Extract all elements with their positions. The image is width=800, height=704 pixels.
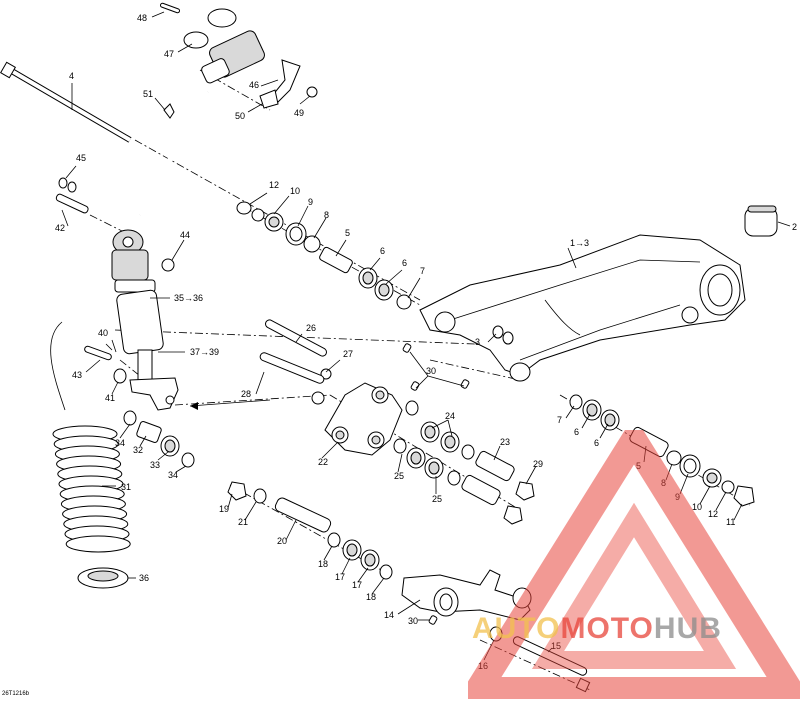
callout-11: 11 [726, 517, 735, 527]
callout-3: 3 [475, 337, 480, 347]
part-26-bolt [265, 319, 327, 357]
callout-10b: 10 [692, 502, 702, 512]
part-48-bolt [159, 2, 181, 14]
watermark-hub: HUB [653, 612, 722, 645]
reservoir-group [138, 2, 318, 216]
callout-5a: 5 [345, 228, 350, 238]
callout-7a: 7 [420, 266, 425, 276]
callout-28: 28 [241, 389, 251, 399]
callout-1to3: 1→3 [570, 238, 589, 248]
callout-32: 32 [133, 445, 143, 455]
callout-6b: 6 [402, 258, 407, 268]
callout-6d: 6 [594, 438, 599, 448]
callout-33: 33 [150, 460, 160, 470]
callout-34b: 34 [168, 470, 178, 480]
callout-12a: 12 [269, 180, 279, 190]
part-47-clamp-low [183, 31, 209, 49]
callout-2: 2 [792, 222, 797, 232]
callout-10a: 10 [290, 186, 300, 196]
callout-18b: 18 [366, 592, 376, 602]
callout-24: 24 [445, 411, 455, 421]
part-47-clamp-top [207, 8, 237, 28]
callout-21: 21 [238, 517, 248, 527]
callout-31: 31 [121, 482, 131, 492]
callout-17b: 17 [352, 580, 362, 590]
document-code: 26T1216b [2, 691, 30, 697]
callout-37to39: 37→39 [190, 347, 219, 357]
part-49-nut [306, 86, 318, 98]
callout-labels: 484746495051445424412109856671→32335→363… [55, 13, 797, 671]
callout-42: 42 [55, 223, 65, 233]
part-28-bolt [259, 352, 325, 384]
shock-lower-hardware [84, 339, 127, 384]
watermark-auto: AUTO [472, 612, 561, 645]
callout-45: 45 [76, 153, 86, 163]
callout-43: 43 [72, 370, 82, 380]
reservoir-cap [201, 58, 230, 84]
automotohub-watermark-logo [468, 430, 800, 699]
watermark-moto: MOTO [560, 612, 654, 645]
callout-19: 19 [219, 504, 229, 514]
callout-4: 4 [69, 71, 74, 81]
callout-50: 50 [235, 111, 245, 121]
callout-48: 48 [137, 13, 147, 23]
callout-20: 20 [277, 536, 287, 546]
callout-49: 49 [294, 108, 304, 118]
upper-pivot-stack [236, 201, 412, 310]
leader-lines [61, 11, 791, 661]
callout-9a: 9 [308, 197, 313, 207]
callout-30b: 30 [408, 616, 418, 626]
callout-36: 36 [139, 573, 149, 583]
callout-34a: 34 [115, 438, 125, 448]
callout-41: 41 [105, 393, 115, 403]
part-30-grease-fittings [402, 343, 470, 625]
watermark-text: AUTOMOTOHUB [472, 612, 722, 646]
callout-46: 46 [249, 80, 259, 90]
callout-8a: 8 [324, 210, 329, 220]
callout-23: 23 [500, 437, 510, 447]
callout-26: 26 [306, 323, 316, 333]
callout-30a: 30 [426, 366, 436, 376]
callout-27: 27 [343, 349, 353, 359]
callout-12b: 12 [708, 509, 718, 519]
spring-coil [65, 535, 131, 553]
part-1-swing-arm [419, 234, 746, 382]
callout-29: 29 [533, 459, 543, 469]
callout-47: 47 [164, 49, 174, 59]
rocker-bushings [393, 400, 535, 525]
callout-40: 40 [98, 328, 108, 338]
callout-7b: 7 [557, 415, 562, 425]
callout-25b: 25 [432, 494, 442, 504]
callout-6c: 6 [574, 427, 579, 437]
callout-15: 15 [551, 641, 561, 651]
callout-51: 51 [143, 89, 153, 99]
part-22-rocker [324, 382, 403, 456]
callout-25a: 25 [394, 471, 404, 481]
shock-bushings [123, 410, 195, 468]
part-50-clip [259, 89, 279, 109]
part-36-spring-seat [77, 567, 129, 589]
callout-14: 14 [384, 610, 394, 620]
callout-17a: 17 [335, 572, 345, 582]
callout-6a: 6 [380, 246, 385, 256]
callout-22: 22 [318, 457, 328, 467]
part-2-cap [744, 205, 778, 237]
rocker-link-group [259, 319, 403, 456]
part-31-spring [50, 321, 131, 553]
part-51-grommet [163, 103, 175, 119]
shock-absorber [111, 229, 179, 411]
small-parts-left [55, 177, 175, 272]
callout-44: 44 [180, 230, 190, 240]
callout-18a: 18 [318, 559, 328, 569]
part-4-long-bolt [0, 61, 132, 143]
callout-35to36: 35→36 [174, 293, 203, 303]
